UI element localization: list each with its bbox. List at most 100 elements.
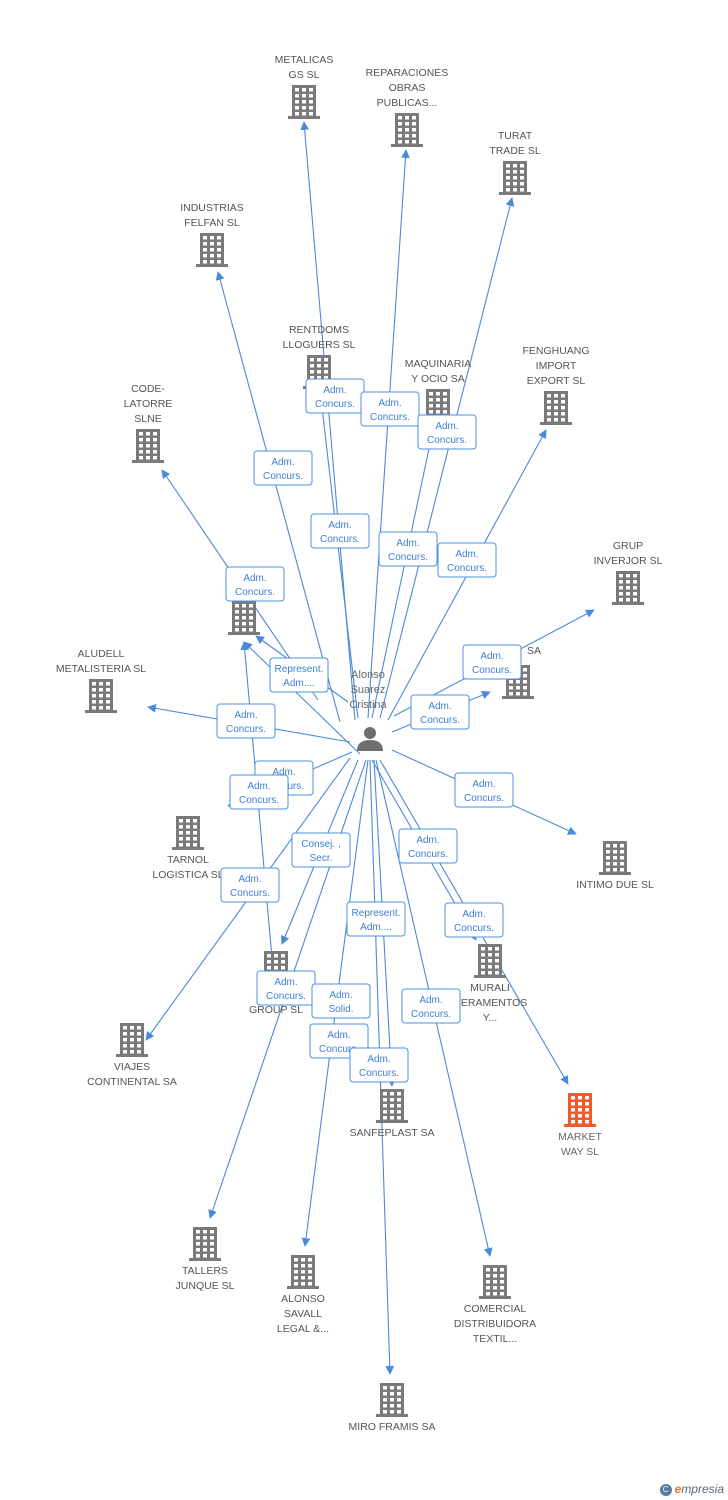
role-box — [444, 902, 504, 938]
building-icon — [564, 1093, 596, 1127]
company-node-intimo[interactable]: INTIMO DUE SL — [576, 841, 654, 891]
role-badge-r_codelatorre[interactable]: Adm. Concurs. — [225, 566, 285, 602]
role-badge-r_alonsosavall[interactable]: Represent. Adm.... — [346, 901, 406, 937]
role-box — [437, 542, 497, 578]
role-label: Adm. — [274, 977, 297, 988]
role-box — [401, 988, 461, 1024]
company-node-reparaciones[interactable]: REPARACIONESOBRASPUBLICAS... — [366, 67, 449, 147]
role-label: Adm. — [329, 990, 352, 1001]
person-icon — [357, 727, 383, 751]
company-node-sanfeplast[interactable]: SANFEPLAST SA — [349, 1089, 435, 1139]
role-badge-r_intimo[interactable]: Adm.Concurs. — [454, 772, 514, 808]
role-label: Concurs. — [315, 399, 355, 410]
role-box — [269, 657, 329, 693]
company-label: MARKET — [558, 1131, 602, 1143]
role-label: Concurs. — [266, 991, 306, 1002]
role-badge-r_viajes[interactable]: Adm.Concurs. — [220, 867, 280, 903]
role-badge-r_comercial[interactable]: Adm.Concurs. — [398, 828, 458, 864]
role-label: Concurs. — [420, 715, 460, 726]
role-label: Concurs. — [239, 795, 279, 806]
role-label: Concurs. — [226, 724, 266, 735]
role-badge-r_sanfeplast[interactable]: Adm.Concurs. — [349, 1047, 409, 1083]
building-icon — [599, 841, 631, 875]
building-icon — [474, 944, 506, 978]
role-badge-r_maquinaria[interactable]: Adm.Concurs. — [378, 531, 438, 567]
role-badge-r_turat[interactable]: Adm.Concurs. — [417, 414, 477, 450]
company-label: OBRAS — [389, 82, 426, 94]
role-badge-r_market[interactable]: Adm. Concurs. — [444, 902, 504, 938]
company-node-murali[interactable]: MURALIGERAMENTOSY... — [453, 944, 527, 1024]
building-icon — [287, 1255, 319, 1289]
company-node-grup[interactable]: GRUP INVERJOR SL — [594, 540, 663, 605]
role-badge-r_rentdoms[interactable]: Adm.Concurs. — [305, 378, 365, 414]
role-badge-r_industrias[interactable]: Adm.Concurs. — [253, 450, 313, 486]
role-label: Adm. — [243, 573, 266, 584]
company-label: ALONSO — [281, 1293, 325, 1305]
company-label: GRUP — [613, 540, 643, 552]
role-badge-r_murali[interactable]: Adm.Concurs. — [401, 988, 461, 1024]
role-badge-r_aludell[interactable]: Adm.Concurs. — [216, 703, 276, 739]
role-label: Adm. — [328, 520, 351, 531]
role-badge-r_group_consej[interactable]: Consej. ,Secr. — [291, 832, 351, 868]
role-label: Adm. — [455, 549, 478, 560]
role-box — [253, 450, 313, 486]
building-icon — [612, 571, 644, 605]
role-badge-r_tarnol_b[interactable]: Adm. Concurs. — [229, 774, 289, 810]
company-node-miro[interactable]: MIRO FRAMIS SA — [349, 1383, 436, 1433]
role-label: Represent. — [275, 664, 324, 675]
role-badge-r_ferr[interactable]: Represent.Adm.... — [269, 657, 329, 693]
building-icon — [391, 113, 423, 147]
company-label: EXPORT SL — [527, 375, 586, 387]
role-label: Concurs. — [235, 587, 275, 598]
role-label: Represent. — [352, 908, 401, 919]
role-label: Adm. — [462, 909, 485, 920]
company-label: TEXTIL... — [473, 1333, 517, 1345]
company-label: METALISTERIA SL — [56, 663, 146, 675]
role-label: Adm. — [271, 457, 294, 468]
role-label: Adm. — [247, 781, 270, 792]
company-label: TRADE SL — [489, 145, 541, 157]
building-icon — [288, 85, 320, 119]
role-box — [454, 772, 514, 808]
role-label: Concurs. — [447, 563, 487, 574]
role-label: Concurs. — [472, 665, 512, 676]
role-box — [349, 1047, 409, 1083]
role-label: Concurs. — [370, 412, 410, 423]
role-badge-r_group_adm[interactable]: Adm. Concurs. — [256, 970, 316, 1006]
company-node-aludell[interactable]: ALUDELL METALISTERIA SL — [56, 648, 146, 713]
relationship-edge — [316, 389, 359, 719]
company-label: ALUDELL — [78, 648, 125, 660]
role-label: Adm.... — [360, 922, 392, 933]
role-box — [220, 867, 280, 903]
role-badge-r_grup[interactable]: Adm.Concurs. — [462, 644, 522, 680]
company-label: INDUSTRIAS — [180, 202, 244, 214]
role-badge-r_solid[interactable]: Adm.Solid. — [311, 983, 371, 1019]
role-box — [410, 694, 470, 730]
role-badge-r_fenghuang[interactable]: Adm. Concurs. — [437, 542, 497, 578]
company-label: DISTRIBUIDORA — [454, 1318, 536, 1330]
role-label: Adm. — [419, 995, 442, 1006]
role-box — [291, 832, 351, 868]
role-badge-r_metalicas[interactable]: Adm.Concurs. — [310, 513, 370, 549]
role-label: Concurs. — [454, 923, 494, 934]
role-badge-r_reparaciones[interactable]: Adm.Concurs. — [360, 391, 420, 427]
company-label: MIRO FRAMIS SA — [349, 1421, 436, 1433]
role-badge-r_sa[interactable]: Adm.Concurs. — [410, 694, 470, 730]
person-label: Alonso — [351, 669, 385, 681]
company-node-comercial[interactable]: COMERCIALDISTRIBUIDORATEXTIL... — [454, 1265, 536, 1345]
company-label: INVERJOR SL — [594, 555, 663, 567]
company-label: METALICAS — [275, 54, 334, 66]
